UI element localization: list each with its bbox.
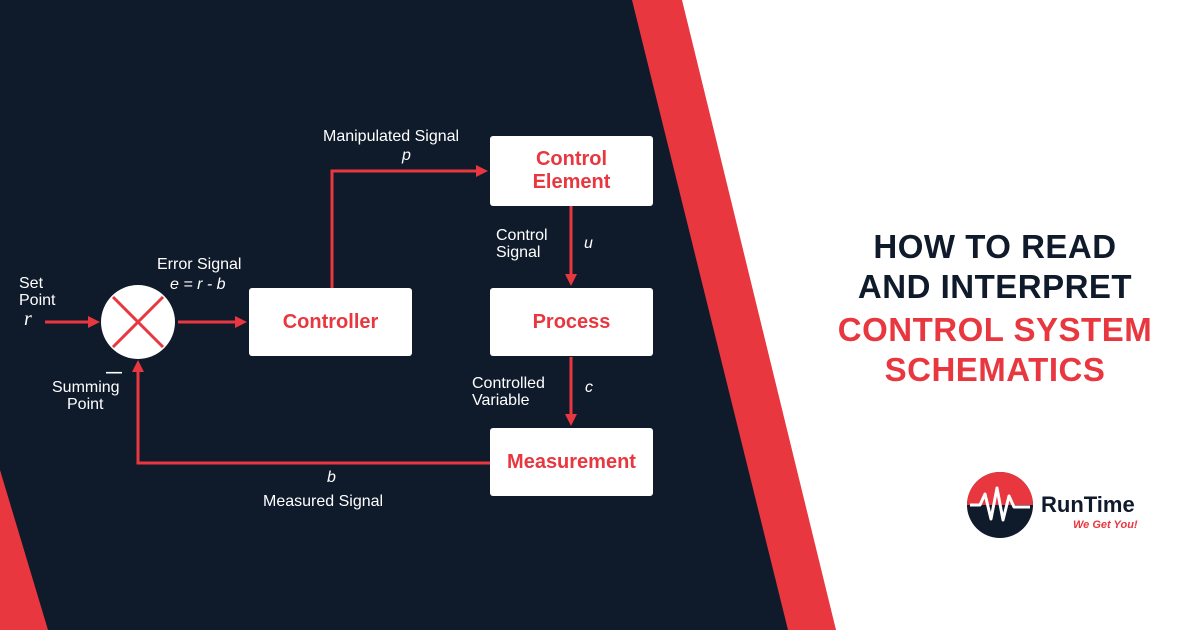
manipulated-signal-label: Manipulated Signal [323,128,460,145]
arrowhead-process-in [565,274,577,286]
control-signal-label-line1: Control [496,227,548,244]
arrow-controller-to-control-element [330,169,478,288]
arrowhead-control-element-in [476,165,488,177]
headline-line3: CONTROL SYSTEM [837,311,1153,348]
arrowhead-summing-in [88,316,100,328]
set-point-symbol: r [24,308,32,330]
arrowhead-controller-in [235,316,247,328]
headline-line4: SCHEMATICS [884,351,1106,388]
control-element-label-line1: Control [535,148,608,170]
arrow-measurement-to-summing [136,370,490,465]
headline-line1: HOW TO READ [873,228,1117,265]
measured-signal-symbol: b [327,469,336,486]
measured-signal-label: Measured Signal [263,493,384,510]
runtime-logo-icon [967,472,1033,538]
control-signal-symbol: u [584,235,593,252]
control-signal-label-line2: Signal [496,244,541,261]
manipulated-signal-symbol: p [402,147,411,164]
controlled-variable-label-line1: Controlled [472,375,545,392]
controller-block: Controller [249,288,412,356]
brand-name: RunTime [1041,492,1135,517]
arrowheads [88,165,577,426]
control-element-label-line2: Element [532,171,611,193]
controller-block-label: Controller [282,310,379,333]
error-signal-equation: e = r - b [170,276,226,293]
set-point-label-line2: Point [19,292,56,309]
process-block: Process [490,288,653,356]
error-signal-label: Error Signal [157,256,242,273]
arrowhead-measurement-in [565,414,577,426]
measurement-block: Measurement [490,428,653,496]
process-block-label: Process [532,310,611,333]
controlled-variable-symbol: c [585,379,593,396]
control-element-block: Control Element [490,136,653,206]
summing-junction [101,285,175,359]
summing-minus-sign: — [106,364,122,381]
brand-tagline: We Get You! [1073,519,1138,531]
set-point-label-line1: Set [19,275,44,292]
headline-line2: AND INTERPRET [857,268,1133,305]
controlled-variable-label-line2: Variable [472,392,530,409]
summing-point-label-line1: Summing [52,379,120,396]
diagram-connectors [45,169,573,465]
arrowhead-feedback-in [132,360,144,372]
measurement-block-label: Measurement [507,450,636,473]
summing-point-label-line2: Point [67,396,104,413]
